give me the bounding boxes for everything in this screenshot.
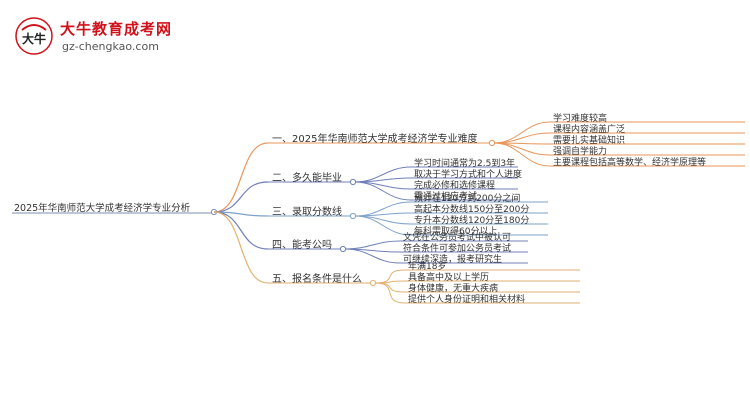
- branch-5-leaf-3-link: [374, 282, 406, 293]
- branch-3-link: [213, 211, 269, 217]
- branch-2-leaf-3: 完成必修和选修课程: [414, 181, 496, 191]
- branch-5-leaf-2: 具备高中及以上学历: [408, 273, 490, 283]
- branch-3-leaf-1: 预计在120分到200分之间: [414, 194, 521, 204]
- branch-2-connector-dot: [349, 178, 357, 186]
- logo-mark-text: 大牛: [22, 31, 46, 46]
- branch-4-leaf-3: 可继续深造，报考研究生: [403, 255, 503, 265]
- branch-3-connector-dot: [349, 212, 357, 220]
- branch-1-leaf-3: 需要扎实基础知识: [553, 136, 626, 146]
- branch-1-leaf-2-link: [493, 132, 551, 144]
- branch-1-connector-dot: [488, 139, 496, 147]
- branch-3-leaf-4: 每科需取得60分以上: [414, 227, 498, 237]
- branch-1-leaf-1-link: [493, 121, 551, 144]
- branch-2-link: [213, 181, 269, 213]
- branch-1-leaf-1: 学习难度较高: [553, 114, 608, 124]
- branch-3-leaf-2: 高起本分数线150分至200分: [414, 205, 530, 215]
- logo-title: 大牛教育成考网: [60, 20, 173, 38]
- logo-url: gz-chengkao.com: [62, 40, 159, 53]
- branch-3-leaf-3: 专升本分数线120分至180分: [414, 216, 530, 226]
- branch-5-leaf-3: 身体健康，无重大疾病: [408, 284, 499, 294]
- branch-4-label: 四、能考公吗: [272, 240, 332, 251]
- branch-2-leaf-2: 取决于学习方式和个人进度: [414, 170, 523, 180]
- branch-3-leaf-4-link: [354, 215, 412, 236]
- branch-1-leaf-4-link: [493, 142, 551, 156]
- branch-2-leaf-4: 需通过相应考试: [414, 192, 478, 202]
- branch-5-leaf-4-link: [374, 282, 406, 304]
- branch-1-leaf-4: 强调自学能力: [553, 147, 608, 157]
- branch-1-leaf-2: 课程内容涵盖广泛: [553, 125, 626, 135]
- branch-3-leaf-1-link: [354, 201, 412, 217]
- branch-5-link: [213, 211, 269, 284]
- branch-2-label: 二、多久能毕业: [272, 173, 342, 184]
- branch-4-leaf-1-link: [344, 240, 401, 250]
- branch-2-leaf-1: 学习时间通常为2.5到3年: [414, 159, 516, 169]
- branch-5-leaf-1: 年满18岁: [408, 262, 447, 272]
- branch-1-leaf-5: 主要课程包括高等数学、经济学原理等: [553, 158, 707, 168]
- branch-4-connector-dot: [339, 245, 347, 253]
- branch-4-leaf-2: 符合条件可参加公务员考试: [403, 244, 512, 254]
- branch-1-leaf-5-link: [493, 142, 551, 167]
- branch-3-label: 三、录取分数线: [272, 207, 342, 218]
- branch-4-leaf-1: 文凭在公务员考试中被认可: [403, 233, 512, 243]
- branch-2-leaf-4-link: [354, 181, 412, 201]
- branch-3-leaf-2-link: [354, 212, 412, 217]
- branch-4-leaf-3-link: [344, 248, 401, 264]
- branch-5-label: 五、报名条件是什么: [272, 274, 362, 285]
- logo: 大牛 大牛教育成考网 gz-chengkao.com: [14, 16, 214, 60]
- branch-2-leaf-2-link: [354, 177, 412, 183]
- branch-1-label: 一、2025年华南师范大学成考经济学专业难度: [272, 134, 478, 145]
- branch-5-leaf-4: 提供个人身份证明和相关材料: [408, 295, 526, 305]
- branch-1-link: [213, 142, 269, 213]
- branch-4-link: [213, 211, 269, 250]
- branch-5-connector-dot: [369, 279, 377, 287]
- logo-mark-icon: 大牛: [15, 17, 53, 55]
- root-node: 2025年华南师范大学成考经济学专业分析: [14, 203, 191, 214]
